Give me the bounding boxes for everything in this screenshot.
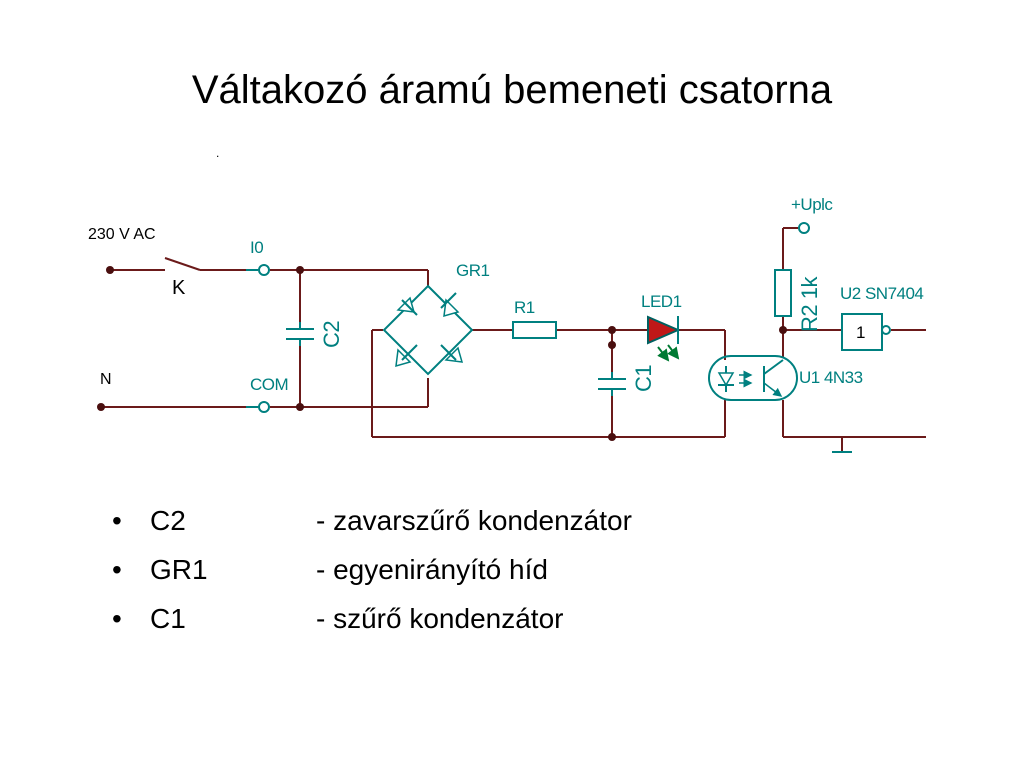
optocoupler-u1 bbox=[708, 355, 798, 401]
component-name: C1 bbox=[150, 603, 186, 634]
label-supply: 230 V AC bbox=[88, 226, 156, 243]
label-u2: U2 SN7404 bbox=[840, 284, 923, 303]
bullet-marker: • bbox=[112, 554, 122, 585]
label-uplc: +Uplc bbox=[791, 195, 833, 214]
bullet-marker: • bbox=[112, 603, 122, 634]
label-i0: I0 bbox=[250, 238, 263, 257]
component-description: - szűrő kondenzátor bbox=[316, 603, 564, 634]
label-switch-k: K bbox=[172, 277, 186, 299]
component-name: GR1 bbox=[150, 554, 208, 585]
stray-dot: . bbox=[216, 146, 220, 160]
capacitor-c2 bbox=[286, 322, 314, 346]
inverter-u2 bbox=[841, 313, 891, 351]
led1 bbox=[647, 315, 681, 362]
label-u2-gate: 1 bbox=[856, 323, 865, 342]
switch-k bbox=[164, 257, 201, 271]
label-neutral: N bbox=[100, 371, 112, 388]
wires bbox=[101, 227, 926, 452]
resistor-r2 bbox=[774, 269, 792, 317]
label-gr1: GR1 bbox=[456, 261, 490, 280]
label-c1: C1 bbox=[631, 365, 656, 392]
terminal-com bbox=[246, 401, 270, 413]
terminal-uplc bbox=[798, 222, 810, 234]
capacitor-c1 bbox=[598, 372, 626, 396]
bridge-rectifier-gr1 bbox=[382, 284, 474, 376]
label-c2: C2 bbox=[319, 321, 344, 348]
component-description: - zavarszűrő kondenzátor bbox=[316, 505, 632, 536]
label-r2: R2 1k bbox=[797, 276, 822, 332]
bullet-marker: • bbox=[112, 505, 122, 536]
component-description: - egyenirányító híd bbox=[316, 554, 548, 585]
terminal-i0 bbox=[246, 264, 270, 276]
resistor-r1 bbox=[512, 321, 557, 339]
label-r1: R1 bbox=[514, 298, 535, 317]
junction-dots bbox=[97, 266, 787, 441]
component-name: C2 bbox=[150, 505, 186, 536]
slide-title: Váltakozó áramú bemeneti csatorna bbox=[191, 68, 833, 112]
label-led1: LED1 bbox=[641, 292, 682, 311]
label-u1: U1 4N33 bbox=[799, 368, 863, 387]
label-com: COM bbox=[250, 375, 288, 394]
